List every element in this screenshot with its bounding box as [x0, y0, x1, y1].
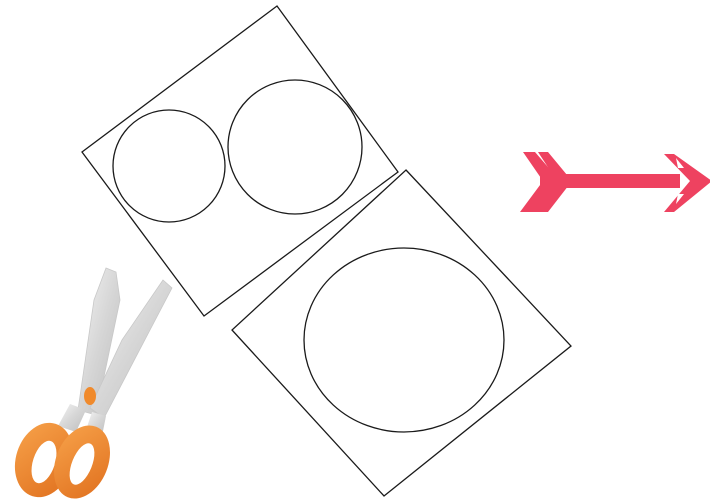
scissors-icon [6, 268, 172, 504]
right-arrow-icon [520, 152, 710, 212]
medium-circle [228, 80, 362, 214]
large-oval [304, 248, 504, 432]
scissors-pivot [84, 387, 96, 405]
small-circle [113, 110, 225, 222]
